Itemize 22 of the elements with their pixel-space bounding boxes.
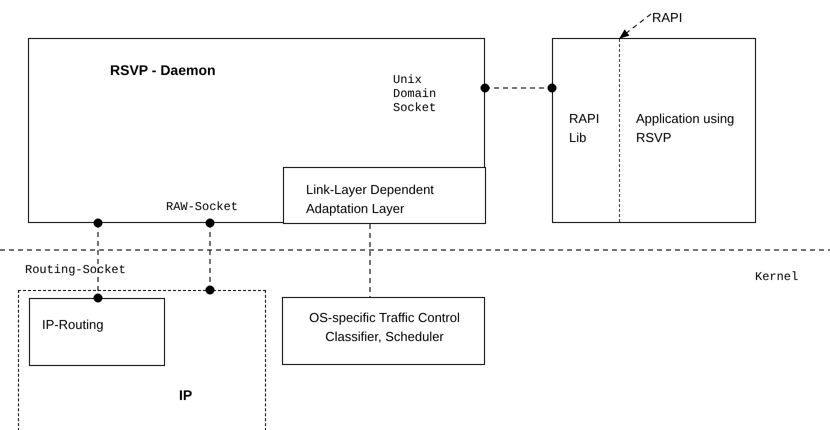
interface-label: Kernel [755,270,798,284]
dashed-group-box [18,290,266,430]
process-box [282,297,485,365]
node-label: Application using RSVP [636,110,736,147]
socket-connector [94,218,102,302]
node-label: Link-Layer Dependent Adaptation Layer [306,181,435,218]
process-box [29,298,165,366]
node-label: OS-specific Traffic Control Classifier, Scheduler [308,309,461,346]
socket-label: RAW-Socket [166,200,240,214]
daemon-box [28,38,485,223]
node-title: RSVP - Daemon [110,61,217,80]
leader-arrow [619,14,652,39]
leader-label: RAPI [652,9,684,27]
group-title: IP [179,386,194,405]
node-label: RAPI Lib [569,110,600,147]
socket-connector [480,84,556,92]
socket-connector [206,218,214,294]
interface-label: Routing-Socket [25,263,126,277]
application-box [552,38,756,223]
socket-label: Unix Domain Socket [393,73,438,115]
process-box [283,167,486,224]
node-label: IP-Routing [42,316,104,334]
